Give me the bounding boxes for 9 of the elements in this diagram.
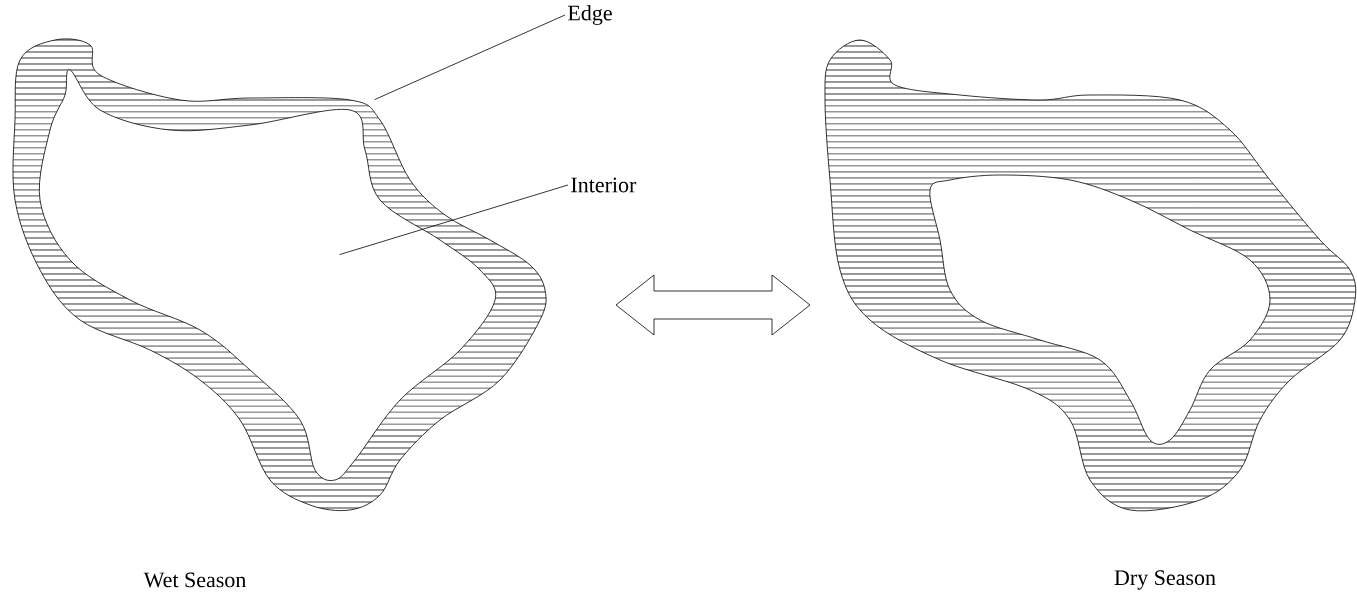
wetland-drawing: [824, 39, 1357, 512]
label-text: Edge: [568, 5, 612, 25]
leader-line: [339, 184, 569, 255]
season-label: Wet Season: [143, 572, 246, 588]
double-arrow: [615, 274, 811, 336]
label-text: Interior: [571, 177, 637, 193]
leader-line: [374, 14, 566, 100]
season-label: Dry Season: [1114, 570, 1216, 590]
wetland-drawing: [12, 38, 547, 511]
